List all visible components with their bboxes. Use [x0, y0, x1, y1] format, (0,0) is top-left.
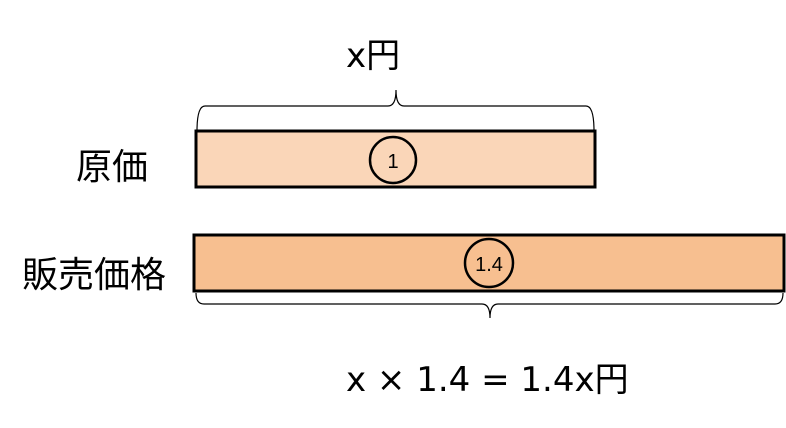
top-amount-label: x円: [346, 36, 401, 76]
selling-ratio: 1.4: [475, 254, 503, 276]
bottom-brace: [195, 292, 784, 319]
cost-ratio-circle: [368, 135, 418, 185]
formula-label: x × 1.4 = 1.4x円: [346, 360, 629, 400]
selling-price-label: 販売価格: [22, 255, 167, 296]
cost-bar: [194, 129, 597, 189]
cost-ratio: 1: [387, 151, 398, 173]
cost-label: 原価: [76, 147, 149, 188]
selling-ratio-circle: [463, 237, 515, 289]
selling-price-bar: [192, 233, 786, 293]
top-brace: [196, 89, 595, 132]
